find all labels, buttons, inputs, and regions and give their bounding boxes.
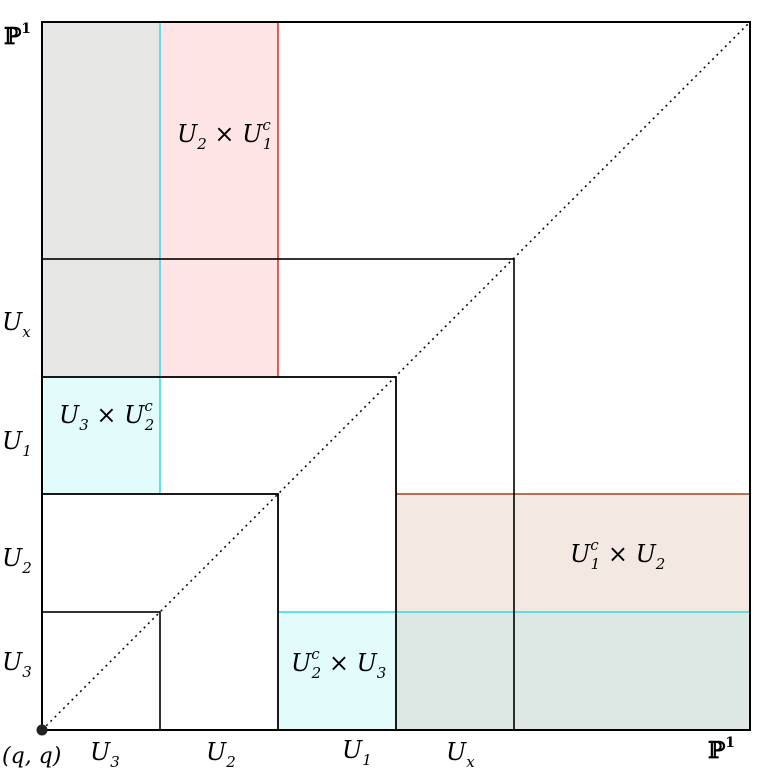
pink-region-u2-u1c — [160, 22, 278, 377]
x-label-p1: ℙ1 — [708, 735, 735, 764]
y-label-u1: U1 — [2, 427, 32, 460]
y-label-ux: Ux — [2, 308, 31, 341]
x-label-u3: U3 — [90, 738, 120, 771]
x-label-ux: Ux — [446, 738, 475, 771]
y-label-u3: U3 — [2, 648, 32, 681]
x-label-u2: U2 — [206, 738, 236, 771]
gray-region-left — [42, 22, 160, 377]
cyan-region-u3-u2c — [42, 377, 160, 494]
square-u3 — [41, 611, 161, 731]
cyan-region-u2c-u3 — [278, 612, 396, 730]
origin-point — [36, 724, 48, 736]
tan-region-u1c-u2 — [396, 494, 750, 612]
diagonal-dotted-line — [41, 21, 751, 731]
origin-label: (q, q) — [2, 744, 61, 769]
gray-region-bottom — [396, 612, 750, 730]
x-label-u1: U1 — [342, 736, 372, 769]
y-label-u2: U2 — [2, 544, 32, 577]
y-label-p1: ℙ1 — [4, 21, 31, 50]
